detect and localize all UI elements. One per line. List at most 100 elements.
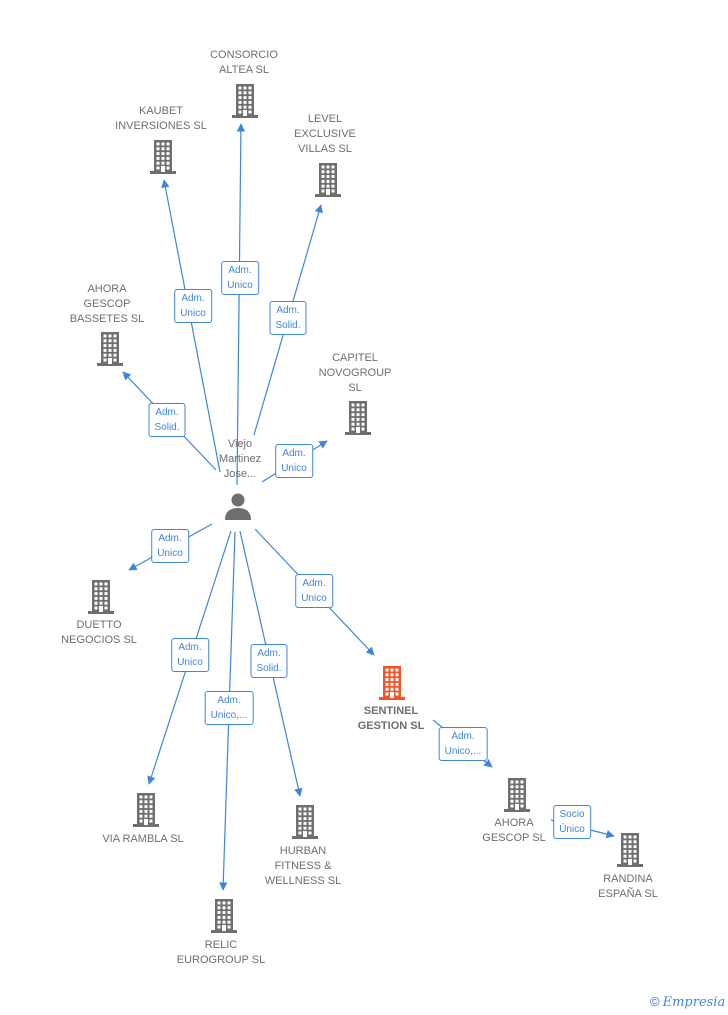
building-icon[interactable] (211, 899, 237, 933)
company-label-level[interactable]: LEVEL EXCLUSIVE VILLAS SL (294, 112, 356, 157)
edge-label-line: Adm. (181, 293, 205, 304)
company-label-ahora-gescop[interactable]: AHORA GESCOP SL (482, 816, 545, 846)
edge-label-line: Adm. (178, 642, 202, 653)
building-icon[interactable] (88, 580, 114, 614)
edge-label[interactable]: Adm. Unico (174, 289, 212, 323)
company-label-relic[interactable]: RELIC EUROGROUP SL (177, 938, 265, 968)
node-label-line: LEVEL (307, 113, 343, 125)
edge-label-line: Unico (177, 657, 203, 668)
edge-label-line: Unico (180, 308, 206, 319)
node-label-line: GESTION SL (357, 720, 425, 732)
edge-label-line: Socio (559, 809, 585, 820)
edge-label-line: Solid. (275, 320, 301, 331)
building-icon[interactable] (379, 666, 405, 700)
edge-label-line: Unico,... (210, 710, 248, 721)
edge-label-line: Adm. (228, 265, 252, 276)
edge-person-to-kaubet (161, 179, 221, 473)
node-label-line: FITNESS & (274, 860, 332, 872)
edges-layer (122, 123, 615, 891)
node-label-line: ESPAÑA SL (598, 888, 658, 900)
edge-label-line: Adm. (155, 407, 179, 418)
edge-label[interactable]: Adm. Unico (295, 574, 333, 608)
edge-label-line: Unico (157, 548, 183, 559)
node-label-line: VIA RAMBLA SL (102, 833, 184, 845)
company-label-duetto[interactable]: DUETTO NEGOCIOS SL (61, 618, 137, 648)
building-icon[interactable] (504, 778, 530, 812)
edge-label-line: Único (559, 824, 585, 835)
watermark: ©Empresia (650, 994, 725, 1010)
nodes-layer (88, 84, 643, 933)
company-label-consorcio[interactable]: CONSORCIO ALTEA SL (210, 48, 278, 78)
edge-label[interactable]: Adm. Solid. (250, 644, 288, 678)
edge-label[interactable]: Adm. Unico (151, 529, 189, 563)
node-label-line: GESCOP SL (482, 832, 546, 844)
building-icon[interactable] (232, 84, 258, 118)
node-label-line: KAUBET (138, 105, 184, 117)
building-icon[interactable] (97, 332, 123, 366)
company-label-ahora-bassetes[interactable]: AHORA GESCOP BASSETES SL (70, 282, 145, 327)
building-icon[interactable] (150, 140, 176, 174)
node-label-line: CAPITEL (332, 352, 378, 364)
node-label-line: RANDINA (603, 873, 653, 885)
node-label-line: AHORA (494, 817, 534, 829)
building-icon[interactable] (292, 805, 318, 839)
node-label-line: Martinez (218, 453, 262, 465)
node-label-line: Viejo (227, 438, 253, 450)
edge-label-line: Adm. (276, 305, 300, 316)
copyright-symbol: © (650, 994, 660, 1009)
edge-label-line: Adm. (302, 578, 326, 589)
edge-label-line: Solid. (256, 663, 282, 674)
edge-label-line: Solid. (154, 422, 180, 433)
node-label-line: INVERSIONES SL (115, 120, 207, 132)
company-label-capitel[interactable]: CAPITEL NOVOGROUP SL (319, 351, 392, 396)
edge-label-line: Adm. (217, 695, 241, 706)
node-label-line: NEGOCIOS SL (61, 634, 137, 646)
node-label-line: DUETTO (76, 619, 122, 631)
company-label-sentinel[interactable]: SENTINEL GESTION SL (358, 704, 425, 734)
edge-label[interactable]: Adm. Unico (275, 444, 313, 478)
edge-label-line: Adm. (282, 448, 306, 459)
node-label-line: RELIC (204, 939, 238, 951)
edge-person-to-consorcio (236, 123, 246, 486)
edge-label-line: Unico,... (444, 746, 482, 757)
node-label-line: CONSORCIO (210, 49, 278, 61)
brand-name: Empresia (662, 995, 726, 1010)
edge-label-line: Unico (301, 593, 327, 604)
node-label-line: SL (348, 382, 362, 394)
node-label-line: VILLAS SL (298, 143, 352, 155)
building-icon[interactable] (133, 793, 159, 827)
edge-label-line: Adm. (257, 648, 281, 659)
edge-label-line: Adm. (158, 533, 182, 544)
company-label-hurban[interactable]: HURBAN FITNESS & WELLNESS SL (265, 844, 341, 889)
node-label-line: NOVOGROUP (318, 367, 392, 379)
node-label-line: ALTEA SL (219, 64, 269, 76)
building-icon[interactable] (617, 833, 643, 867)
company-label-randina[interactable]: RANDINA ESPAÑA SL (598, 872, 658, 902)
node-label-line: BASSETES SL (69, 313, 145, 325)
node-label-line: GESCOP (83, 298, 131, 310)
node-label-line: Jose... (223, 468, 257, 480)
edge-label[interactable]: Adm. Unico (171, 638, 209, 672)
node-label-line: WELLNESS SL (264, 875, 342, 887)
edge-label-line: Adm. (451, 731, 475, 742)
node-label-line: AHORA (87, 283, 127, 295)
edge-label[interactable]: Adm. Unico (221, 261, 259, 295)
edge-label[interactable]: Adm. Solid. (148, 403, 186, 437)
node-label-line: EXCLUSIVE (294, 128, 356, 140)
edge-label[interactable]: Adm. Solid. (269, 301, 307, 335)
node-label-line: EUROGROUP SL (176, 954, 266, 966)
edge-label-line: Unico (281, 463, 307, 474)
building-icon[interactable] (345, 401, 371, 435)
building-icon[interactable] (315, 163, 341, 197)
company-label-via-rambla[interactable]: VIA RAMBLA SL (102, 832, 183, 847)
node-label-line: SENTINEL (363, 705, 419, 717)
person-icon[interactable] (225, 493, 251, 521)
company-label-kaubet[interactable]: KAUBET INVERSIONES SL (115, 104, 207, 134)
edge-label[interactable]: Adm. Unico,... (204, 691, 254, 725)
edge-label-line: Unico (227, 280, 253, 291)
edge-label[interactable]: Adm. Unico,... (438, 727, 488, 761)
node-label-line: HURBAN (279, 845, 327, 857)
